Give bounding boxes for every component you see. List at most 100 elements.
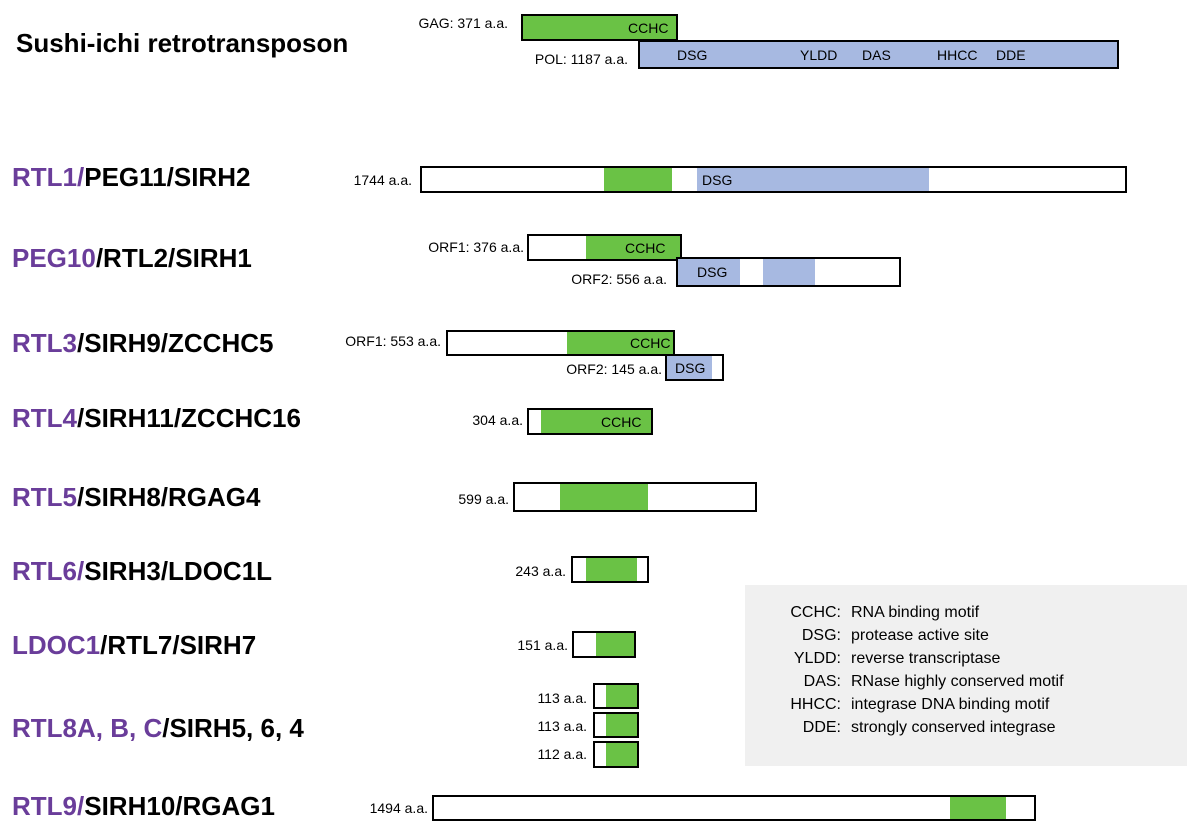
legend-key: DSG: bbox=[801, 627, 841, 644]
protein-bar: DSG bbox=[665, 354, 724, 381]
gene-name-rest: /SIRH5, 6, 4 bbox=[162, 713, 304, 743]
legend-value: strongly conserved integrase bbox=[851, 719, 1056, 736]
protein-bar: CCHC bbox=[527, 234, 682, 261]
cchc-domain bbox=[523, 16, 676, 39]
cchc-domain bbox=[606, 714, 637, 736]
legend-key: HHCC: bbox=[790, 696, 841, 713]
gene-name-rest: /SIRH11/ZCCHC16 bbox=[77, 403, 301, 433]
cchc-domain bbox=[586, 236, 680, 259]
gene-name-rest: /RTL7/SIRH7 bbox=[100, 630, 257, 660]
gene-name-highlight: RTL5 bbox=[12, 482, 77, 512]
gene-name-rest: /SIRH8/RGAG4 bbox=[77, 482, 261, 512]
domain-label: DAS bbox=[862, 47, 891, 63]
domain-label: DSG bbox=[702, 172, 733, 188]
domain-label: DSG bbox=[677, 47, 708, 63]
gene-name: LDOC1/RTL7/SIRH7 bbox=[12, 632, 256, 658]
protein-bar: DSG YLDD DAS HHCC DDE bbox=[638, 40, 1119, 69]
legend-value: protease active site bbox=[851, 627, 989, 644]
domain-label: YLDD bbox=[800, 47, 838, 63]
gene-name: RTL6/SIRH3/LDOC1L bbox=[12, 558, 272, 584]
dsg-domain bbox=[678, 259, 740, 285]
protein-bar bbox=[513, 482, 757, 512]
protein-bar bbox=[572, 631, 636, 658]
cchc-domain bbox=[606, 685, 637, 707]
dsg-domain bbox=[763, 259, 815, 285]
length-label: 151 a.a. bbox=[517, 637, 568, 653]
domain-label: CCHC bbox=[625, 240, 666, 256]
gene-name-highlight: LDOC1 bbox=[12, 630, 101, 660]
cchc-domain bbox=[541, 410, 651, 433]
length-label: 243 a.a. bbox=[515, 563, 566, 579]
cchc-domain bbox=[586, 558, 637, 581]
gene-name: RTL4/SIRH11/ZCCHC16 bbox=[12, 405, 301, 431]
protein-bar: DSG bbox=[420, 166, 1127, 193]
gene-name-highlight: RTL6/ bbox=[12, 556, 85, 586]
length-label: GAG: 371 a.a. bbox=[418, 15, 509, 31]
gene-name: RTL8A, B, C/SIRH5, 6, 4 bbox=[12, 715, 304, 741]
gene-name-highlight: PEG10 bbox=[12, 243, 96, 273]
cchc-domain bbox=[950, 797, 1006, 819]
gene-name-rest: PEG11/SIRH2 bbox=[84, 162, 251, 192]
cchc-domain bbox=[606, 743, 637, 766]
gene-name-rest: Sushi-ichi retrotransposon bbox=[16, 28, 349, 58]
length-label: ORF1: 376 a.a. bbox=[428, 239, 524, 255]
gene-name: RTL9/SIRH10/RGAG1 bbox=[12, 793, 275, 819]
legend-value: RNA binding motif bbox=[851, 604, 980, 621]
length-label: 1494 a.a. bbox=[369, 800, 428, 816]
length-label: 304 a.a. bbox=[472, 412, 523, 428]
length-label: POL: 1187 a.a. bbox=[534, 51, 628, 67]
gene-name-highlight: RTL3 bbox=[12, 328, 77, 358]
gene-name-rest: SIRH10/RGAG1 bbox=[84, 791, 275, 821]
dsg-domain bbox=[640, 42, 1117, 67]
gene-name: RTL1/PEG11/SIRH2 bbox=[12, 164, 250, 190]
gene-name-highlight: RTL1/ bbox=[12, 162, 85, 192]
gene-name-highlight: RTL8A, B, C bbox=[12, 713, 163, 743]
length-label: ORF1: 553 a.a. bbox=[345, 333, 441, 349]
length-label: 1744 a.a. bbox=[353, 172, 412, 188]
dsg-domain bbox=[697, 168, 929, 191]
cchc-domain bbox=[560, 484, 648, 510]
length-label: 599 a.a. bbox=[458, 491, 509, 507]
length-label: 113 a.a. bbox=[537, 718, 587, 734]
domain-label: DSG bbox=[697, 264, 728, 280]
legend-value: integrase DNA binding motif bbox=[851, 696, 1050, 713]
gene-name: RTL3/SIRH9/ZCCHC5 bbox=[12, 330, 273, 356]
length-label: ORF2: 556 a.a. bbox=[571, 271, 667, 287]
legend-key: DAS: bbox=[803, 673, 841, 690]
domain-label: DSG bbox=[675, 360, 706, 376]
gene-name: Sushi-ichi retrotransposon bbox=[16, 30, 348, 56]
dsg-domain bbox=[667, 356, 712, 379]
cchc-domain bbox=[604, 168, 672, 191]
domain-label: CCHC bbox=[628, 20, 669, 36]
protein-bar: CCHC bbox=[527, 408, 653, 435]
legend-key: CCHC: bbox=[790, 604, 841, 621]
gene-name-rest: /SIRH9/ZCCHC5 bbox=[77, 328, 274, 358]
gene-name-rest: SIRH3/LDOC1L bbox=[84, 556, 273, 586]
domain-label: CCHC bbox=[601, 414, 642, 430]
protein-bar bbox=[593, 683, 639, 709]
gene-name: PEG10/RTL2/SIRH1 bbox=[12, 245, 252, 271]
length-label: ORF2: 145 a.a. bbox=[566, 361, 662, 377]
protein-bar: DSG bbox=[676, 257, 901, 287]
domain-label: HHCC bbox=[937, 47, 978, 63]
gene-name-rest: /RTL2/SIRH1 bbox=[95, 243, 252, 273]
length-label: 113 a.a. bbox=[537, 690, 587, 706]
protein-bar bbox=[593, 741, 639, 768]
cchc-domain bbox=[567, 332, 673, 354]
cchc-domain bbox=[596, 633, 634, 656]
gene-name: RTL5/SIRH8/RGAG4 bbox=[12, 484, 261, 510]
gene-name-highlight: RTL9/ bbox=[12, 791, 85, 821]
protein-bar bbox=[432, 795, 1036, 821]
legend-key: YLDD: bbox=[793, 650, 841, 667]
protein-bar: CCHC bbox=[521, 14, 678, 41]
length-label: 112 a.a. bbox=[537, 746, 587, 762]
domain-label: CCHC bbox=[630, 335, 671, 351]
protein-bar: CCHC bbox=[446, 330, 675, 356]
domain-label: DDE bbox=[996, 47, 1026, 63]
protein-bar bbox=[571, 556, 649, 583]
legend-value: RNase highly conserved motif bbox=[851, 673, 1064, 690]
legend-value: reverse transcriptase bbox=[851, 650, 1001, 667]
legend-key: DDE: bbox=[802, 719, 841, 736]
